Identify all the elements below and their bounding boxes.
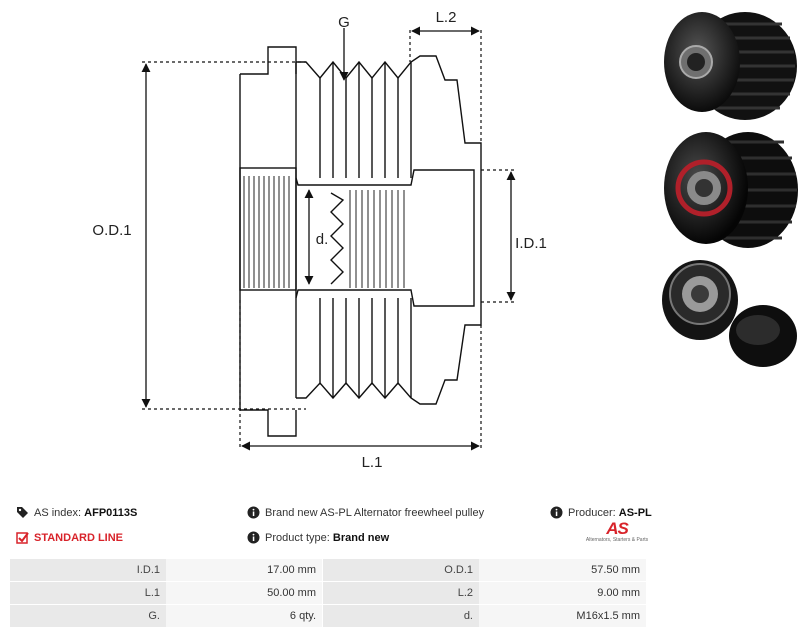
check-square-icon (16, 531, 29, 544)
label-g: G (338, 14, 350, 31)
spec-value: 17.00 mm (166, 559, 323, 582)
standard-line-row: STANDARD LINE (16, 531, 123, 544)
label-l2: L.2 (436, 9, 457, 26)
hub-outline-top (240, 46, 297, 75)
spec-table: I.D.1 17.00 mm O.D.1 57.50 mm L.1 50.00 … (10, 559, 647, 628)
spec-value: 6 qty. (166, 604, 323, 628)
pulley-technical-drawing: G L.2 O.D.1 d. I.D.1 L.1 (92, 9, 547, 471)
table-row: I.D.1 17.00 mm O.D.1 57.50 mm (10, 559, 647, 582)
logo-brand: AS (606, 519, 629, 538)
as-pl-logo: AS Alternators, Starters & Parts (585, 519, 649, 543)
as-index-label: AS index: (34, 506, 82, 519)
product-photo-open (662, 260, 797, 367)
product-photo-front (664, 12, 797, 120)
product-type-value: Brand new (332, 531, 390, 544)
spec-label: d. (322, 604, 479, 628)
producer-value: AS-PL (618, 506, 652, 519)
spec-value: 50.00 mm (166, 581, 323, 605)
spec-label: L.1 (10, 581, 166, 605)
spec-label: L.2 (322, 581, 479, 605)
spec-value: 9.00 mm (479, 581, 647, 605)
spec-value: M16x1.5 mm (479, 604, 647, 628)
product-type-label: Product type: (265, 531, 330, 544)
table-row: L.1 50.00 mm L.2 9.00 mm (10, 581, 647, 605)
label-id1: I.D.1 (515, 235, 547, 252)
producer-row: Producer: AS-PL (550, 506, 652, 519)
as-index-value: AFP0113S (84, 506, 138, 519)
description-text: Brand new AS-PL Alternator freewheel pul… (265, 506, 485, 519)
standard-line-label: STANDARD LINE (34, 531, 124, 544)
label-l1: L.1 (362, 454, 383, 471)
label-d: d. (316, 231, 329, 248)
product-photo-side (664, 132, 798, 248)
spec-value: 57.50 mm (479, 559, 647, 582)
table-row: G. 6 qty. d. M16x1.5 mm (10, 604, 647, 628)
pulley-contour (296, 55, 482, 405)
logo-tagline: Alternators, Starters & Parts (585, 537, 649, 543)
spec-label: I.D.1 (10, 559, 166, 582)
info-icon (550, 506, 563, 519)
as-index-row: AS index: AFP0113S (16, 506, 137, 519)
description-row: Brand new AS-PL Alternator freewheel pul… (247, 506, 484, 519)
spec-label: O.D.1 (322, 559, 479, 582)
info-icon (247, 506, 260, 519)
product-type-row: Product type: Brand new (247, 531, 389, 544)
producer-label: Producer: (568, 506, 616, 519)
label-od1: O.D.1 (92, 222, 131, 239)
tag-icon (16, 506, 29, 519)
info-icon (247, 531, 260, 544)
spec-label: G. (10, 604, 166, 628)
